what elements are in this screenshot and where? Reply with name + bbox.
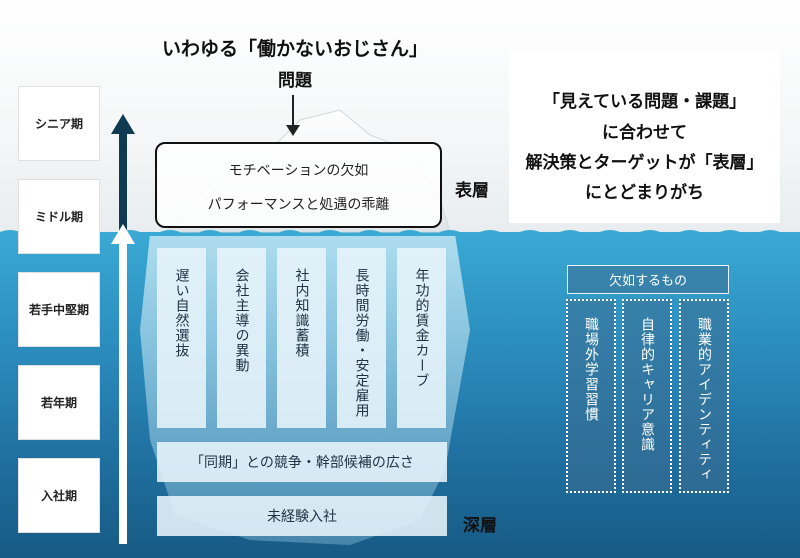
note-line: 解決策とターゲットが「表層」	[525, 153, 764, 173]
problem-subtitle: 問題	[278, 71, 312, 91]
pillar-company-transfer: 会社主導の異動	[217, 248, 266, 428]
lacking-item-professional-identity: 職業的アイデンティティ	[679, 299, 729, 493]
water-surface	[0, 230, 800, 236]
note-line: に合わせて	[602, 123, 687, 143]
surface-symptom-motivation: モチベーションの欠如	[228, 163, 369, 179]
surface-symptom-performance: パフォーマンスと処遇の乖離	[207, 197, 390, 213]
pillar-long-hours: 長時間労働・安定雇用	[337, 248, 386, 428]
pillar-label: 年功的賃金カーブ	[413, 268, 430, 388]
career-progression-arrow	[111, 114, 135, 544]
note-line: にとどまりがち	[585, 183, 704, 203]
pillar-label: 社内知識蓄積	[293, 268, 310, 358]
deep-layer-label: 深層	[463, 516, 497, 536]
pillar-label: 長時間労働・安定雇用	[353, 268, 370, 418]
lacking-label: 自律的キャリア意識	[639, 317, 655, 452]
career-stage-middle: ミドル期	[18, 179, 100, 254]
career-stage-young: 若年期	[18, 365, 100, 440]
base-bar-inexperienced-entry: 未経験入社	[157, 496, 447, 536]
pillar-internal-knowledge: 社内知識蓄積	[277, 248, 326, 428]
base-bar-competition: 「同期」との競争・幹部候補の広さ	[157, 442, 447, 482]
problem-title: いわゆる「働かないおじさん」	[161, 38, 428, 60]
career-stage-senior: シニア期	[18, 86, 100, 161]
career-stage-young-mid: 若手中堅期	[18, 272, 100, 347]
pillar-label: 遅い自然選抜	[173, 268, 190, 358]
pillar-slow-selection: 遅い自然選抜	[157, 248, 206, 428]
lacking-item-outside-learning: 職場外学習習慣	[566, 299, 616, 493]
pillar-seniority-wage: 年功的賃金カーブ	[397, 248, 446, 428]
surface-layer-label: 表層	[455, 181, 489, 201]
lacking-label: 職業的アイデンティティ	[696, 317, 712, 482]
surface-symptoms-box: モチベーションの欠如 パフォーマンスと処遇の乖離	[155, 142, 442, 228]
lacking-item-career-awareness: 自律的キャリア意識	[622, 299, 672, 493]
pillar-label: 会社主導の異動	[233, 268, 250, 373]
career-stage-entry: 入社期	[18, 458, 100, 533]
down-arrow-icon	[286, 95, 300, 136]
lacking-title: 欠如するもの	[567, 265, 729, 294]
lacking-label: 職場外学習習慣	[583, 317, 599, 422]
note-box: 「見えている問題・課題」 に合わせて 解決策とターゲットが「表層」 にとどまりが…	[509, 51, 780, 223]
note-line: 「見えている問題・課題」	[542, 92, 747, 112]
